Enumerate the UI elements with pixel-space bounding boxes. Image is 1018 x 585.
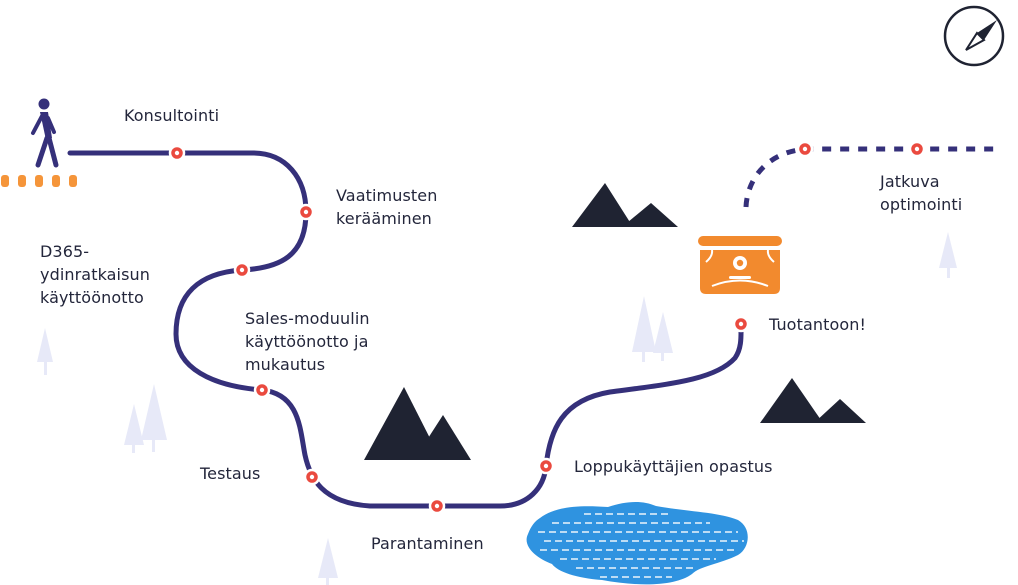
milestone-dot-center <box>738 321 744 327</box>
mountain-icon <box>760 378 866 423</box>
journey-path <box>67 150 744 509</box>
milestone-dot-center <box>914 146 920 152</box>
milestone-dot-center <box>259 387 265 393</box>
milestone-dot-center <box>434 503 440 509</box>
walking-person-icon <box>31 98 59 168</box>
milestone-dot-center <box>174 150 180 156</box>
milestone-dot-center <box>303 209 309 215</box>
milestone-dot-center <box>543 463 549 469</box>
milestone-markers <box>168 140 926 515</box>
journey-path-dotted <box>743 146 995 208</box>
lake-icon <box>526 501 748 585</box>
mountain-icon <box>364 387 471 460</box>
milestone-dot-center <box>309 474 315 480</box>
mountain-icon <box>572 183 678 227</box>
milestone-label: Loppukäyttäjien opastus <box>574 457 773 476</box>
milestone-dot-center <box>239 267 245 273</box>
milestone-label: Vaatimusten kerääminen <box>336 186 438 228</box>
tree-icon <box>939 232 957 278</box>
milestone-label: Sales-moduulin käyttöönotto ja mukautus <box>245 309 370 374</box>
milestone-dot-center <box>802 146 808 152</box>
tree-icon <box>318 538 338 585</box>
milestone-label: Konsultointi <box>124 106 220 125</box>
treasure-chest-icon <box>698 236 782 294</box>
tree-icon <box>124 384 167 453</box>
milestone-label: Parantaminen <box>371 534 484 553</box>
milestone-label: Testaus <box>200 464 261 483</box>
tree-icon <box>632 296 673 362</box>
milestone-label: Jatkuva optimointi <box>880 172 963 214</box>
footprints-icon <box>1 175 77 187</box>
milestone-label: D365- ydinratkaisun käyttöönotto <box>40 242 151 307</box>
tree-icon <box>37 328 53 375</box>
compass-icon <box>943 5 1005 67</box>
milestone-label: Tuotantoon! <box>769 315 866 334</box>
